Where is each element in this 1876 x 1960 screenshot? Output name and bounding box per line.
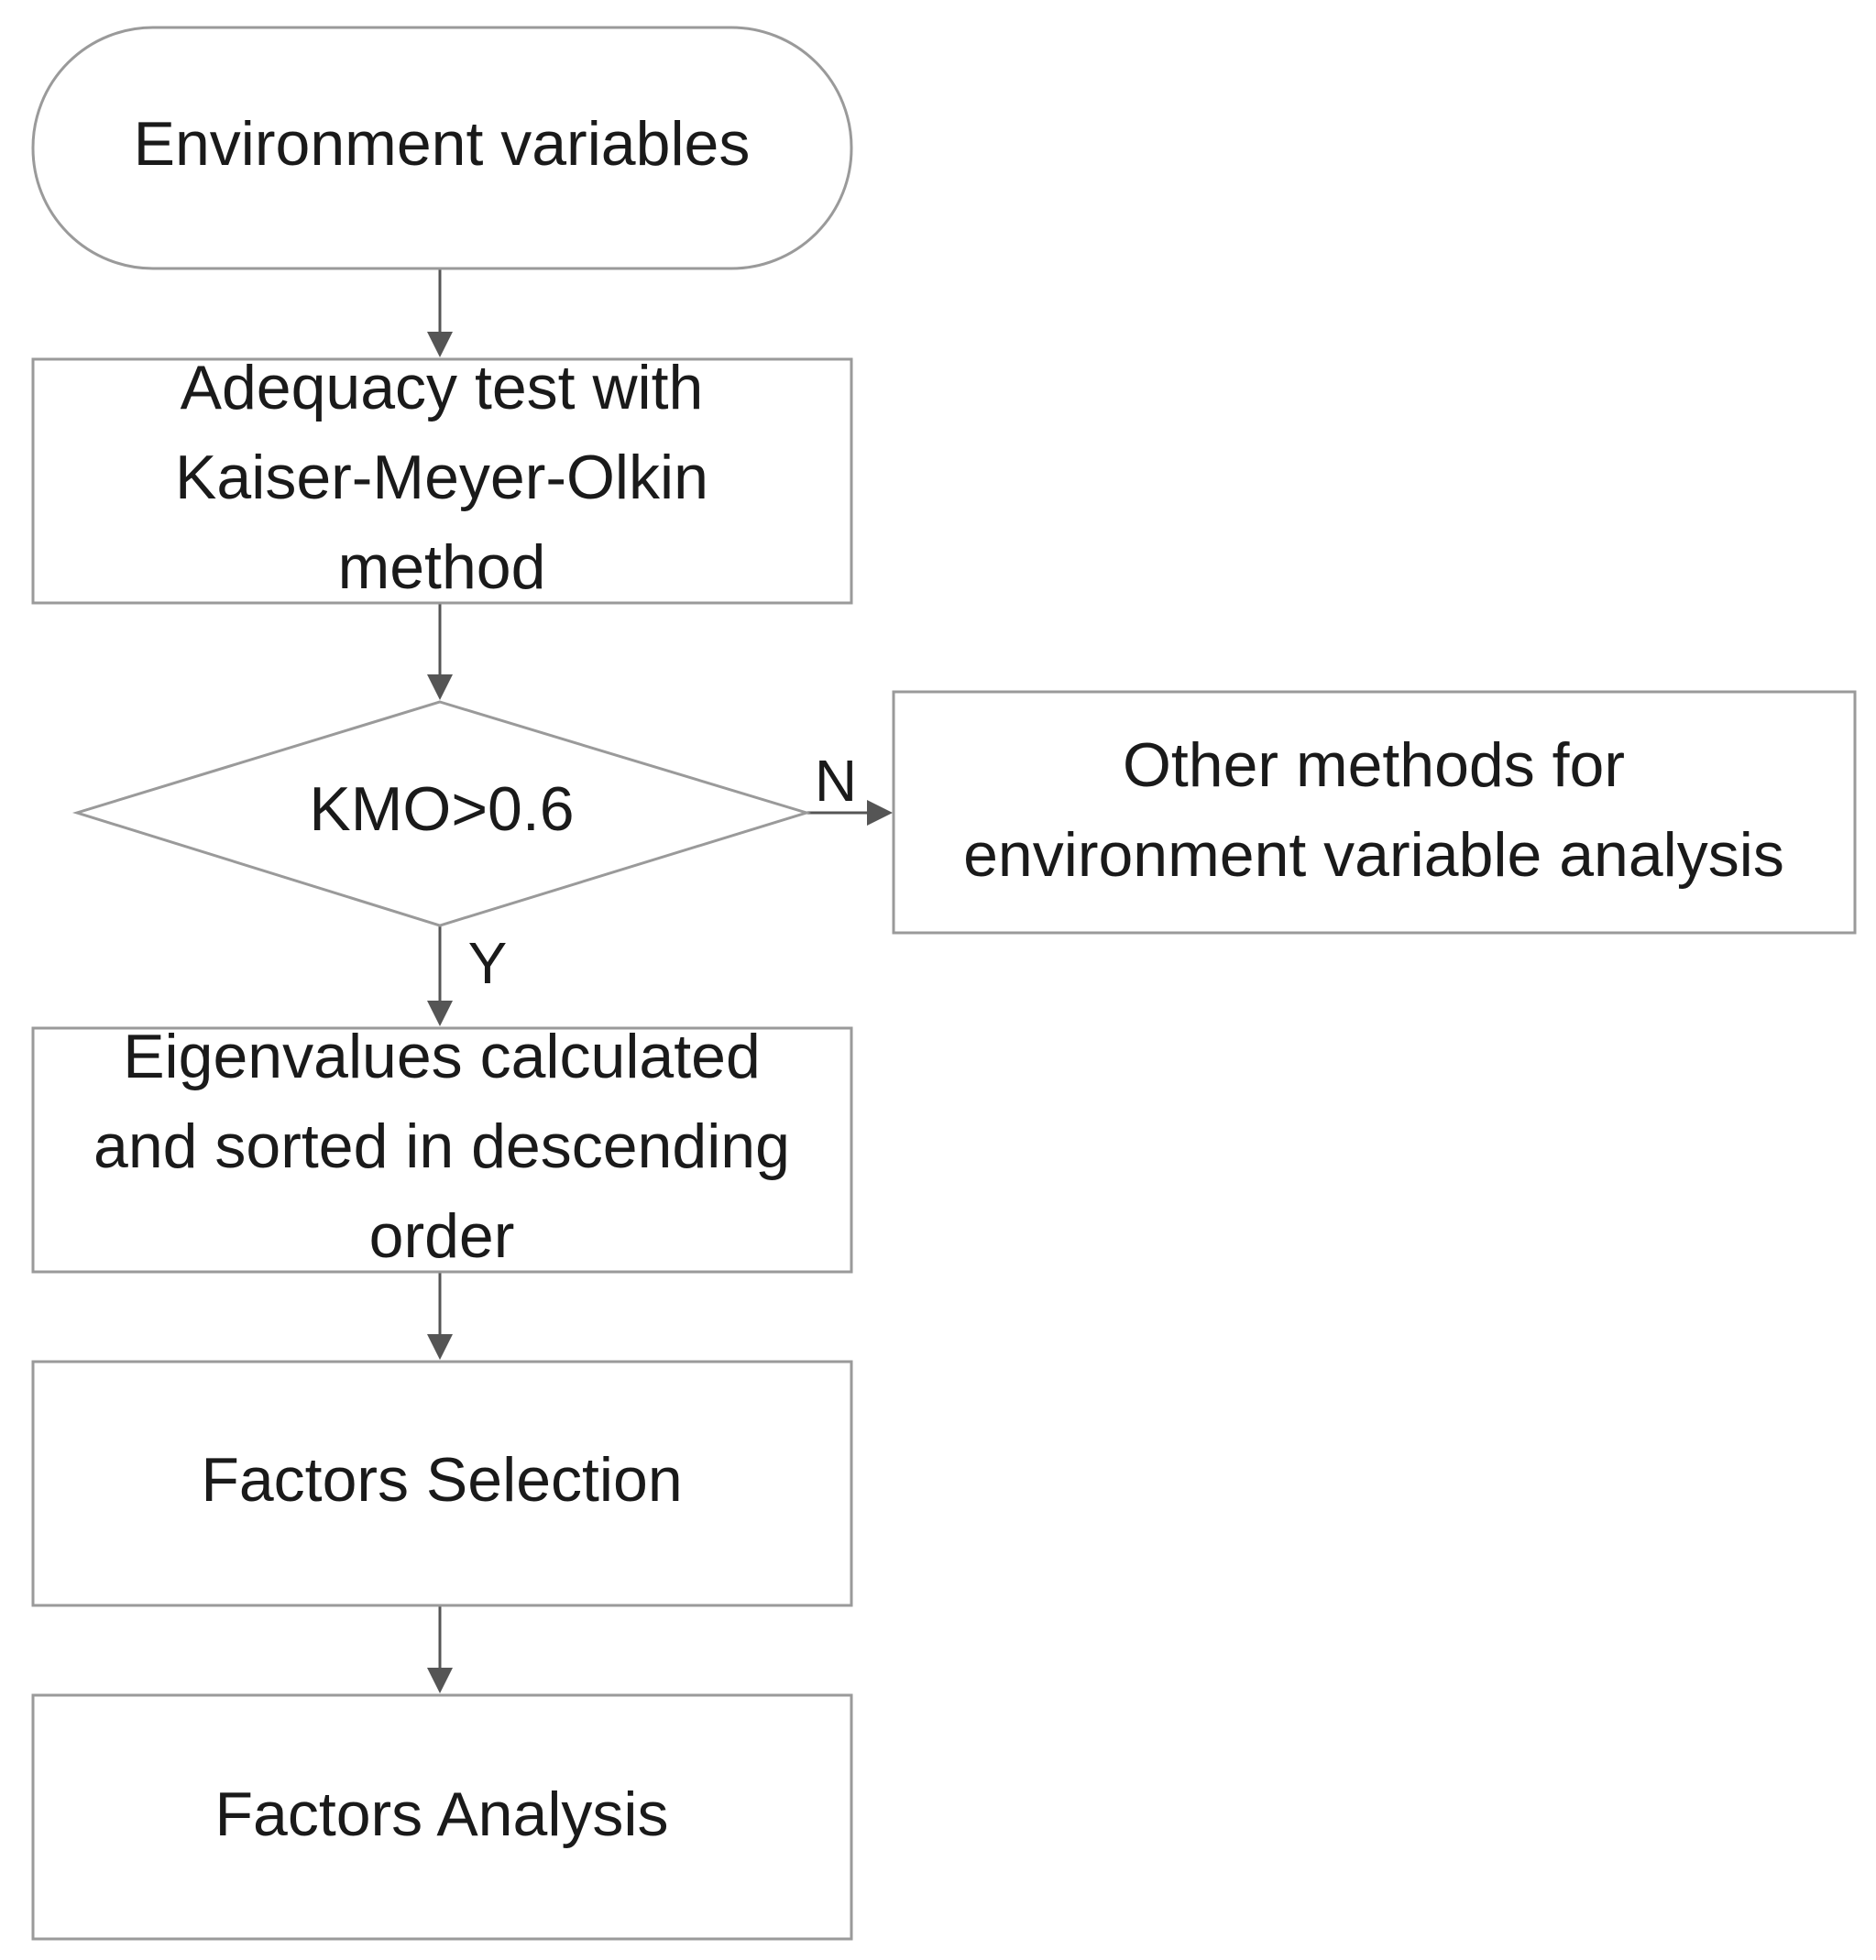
- start-node-label: Environment variables: [134, 109, 751, 179]
- eigenvalues-label-line-1: Eigenvalues calculated: [123, 1022, 761, 1091]
- decision-label: KMO>0.6: [309, 774, 574, 844]
- start-node: Environment variables: [31, 26, 853, 270]
- arrowhead-kmo-test: [427, 332, 453, 357]
- kmo-test-label-line-1: Adequacy test with: [181, 353, 704, 422]
- arrowhead-other-methods: [867, 800, 893, 826]
- eigenvalues-label-line-3: order: [369, 1201, 515, 1271]
- factors-selection-node: Factors Selection: [31, 1360, 853, 1607]
- kmo-test-label-line-3: method: [338, 532, 546, 602]
- other-methods-node: Other methods for environment variable a…: [892, 690, 1857, 935]
- factors-analysis-node: Factors Analysis: [31, 1693, 853, 1941]
- decision-node: KMO>0.6: [71, 700, 812, 927]
- other-methods-label-line-2: environment variable analysis: [963, 820, 1784, 890]
- edge-label-yes: Y: [468, 930, 508, 996]
- connectors: [427, 268, 893, 1693]
- arrowhead-factors-selection: [427, 1334, 453, 1360]
- kmo-test-node: Adequacy test with Kaiser-Meyer-Olkin me…: [31, 353, 853, 605]
- eigenvalues-node: Eigenvalues calculated and sorted in des…: [31, 1022, 853, 1274]
- factors-selection-label: Factors Selection: [201, 1445, 682, 1515]
- arrowhead-eigenvalues: [427, 1001, 453, 1026]
- other-methods-label-line-1: Other methods for: [1123, 730, 1625, 800]
- kmo-test-label-line-2: Kaiser-Meyer-Olkin: [175, 443, 708, 512]
- edge-label-no: N: [815, 748, 857, 814]
- arrowhead-decision: [427, 674, 453, 700]
- eigenvalues-label-line-2: and sorted in descending: [93, 1111, 790, 1181]
- factors-analysis-label: Factors Analysis: [214, 1779, 668, 1849]
- arrowhead-factors-analysis: [427, 1668, 453, 1693]
